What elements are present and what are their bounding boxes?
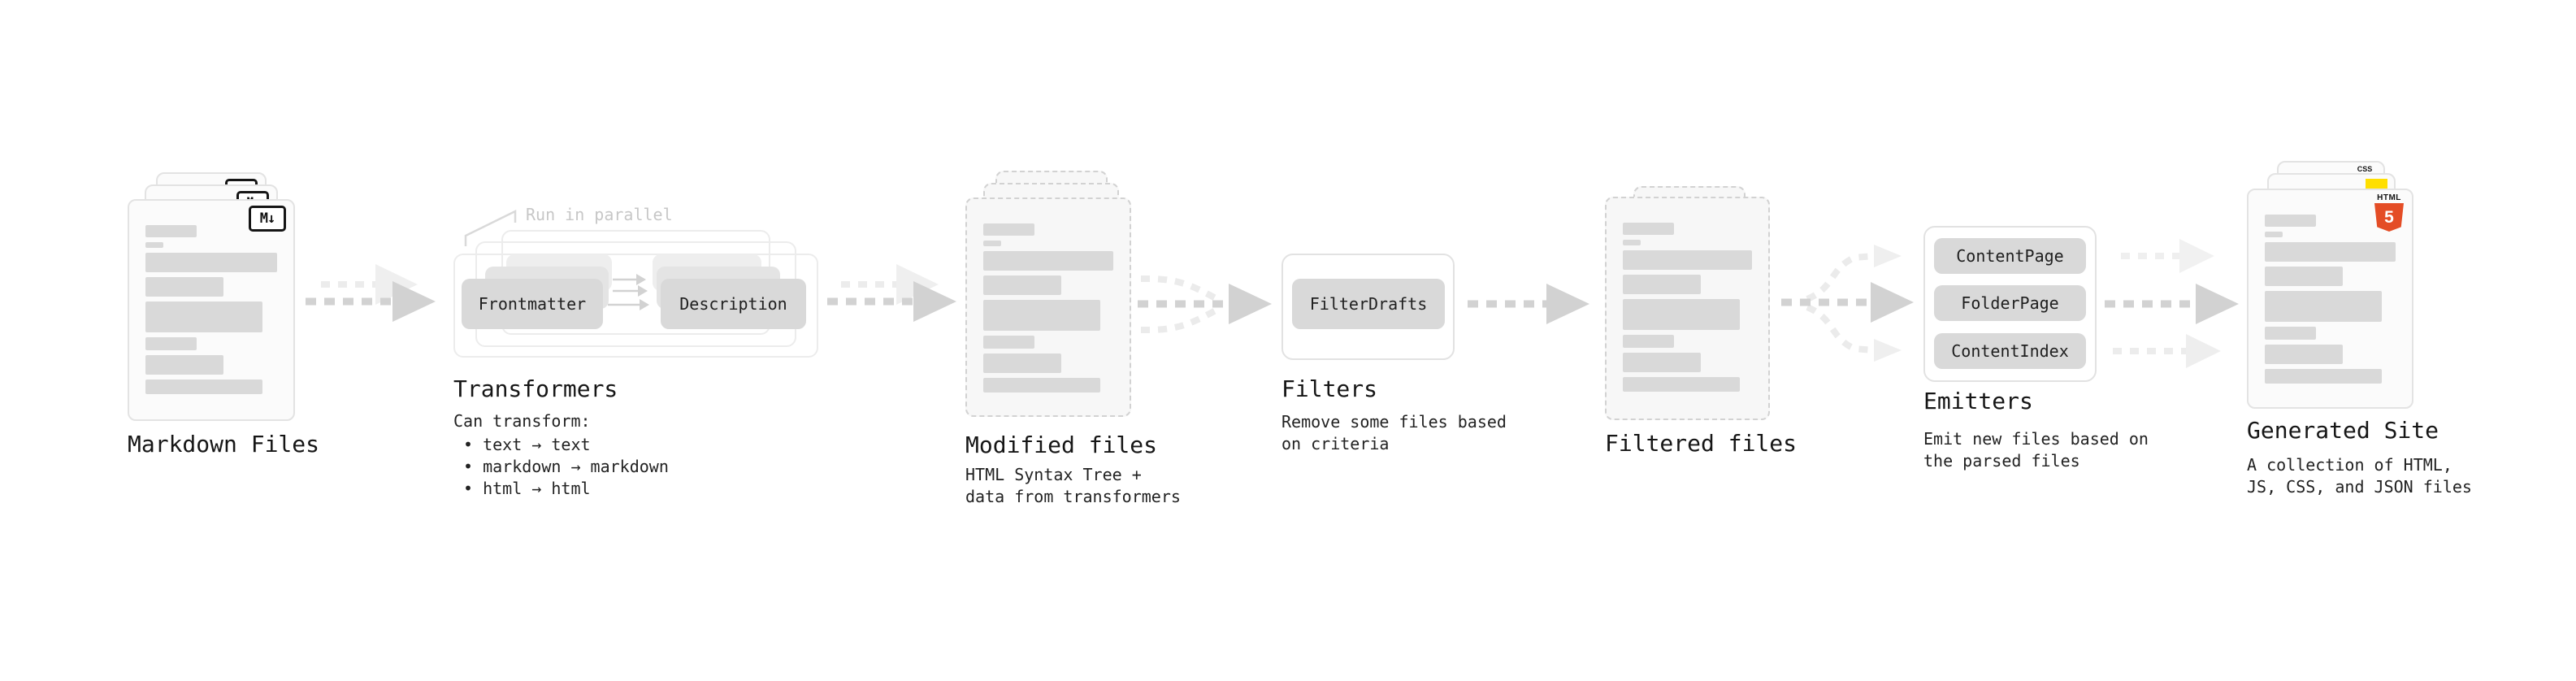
css-icon-label: CSS <box>2357 165 2373 173</box>
generated-site-title: Generated Site <box>2247 417 2439 444</box>
transform-bullet: • html → html <box>463 479 591 498</box>
modified-files-title: Modified files <box>965 432 1158 458</box>
generated-html-file-card: HTML 5 <box>2247 189 2413 409</box>
transformers-bullet-list: • text → text • markdown → markdown • ht… <box>463 434 669 500</box>
desc-line: HTML Syntax Tree + <box>965 465 1142 484</box>
placeholder-bar <box>1623 250 1752 270</box>
filters-desc: Remove some files based on criteria <box>1281 411 1507 455</box>
js-icon <box>2366 179 2387 189</box>
markdown-files-title: Markdown Files <box>128 431 320 458</box>
desc-line: the parsed files <box>1923 451 2080 471</box>
placeholder-bar <box>145 380 262 394</box>
placeholder-bar <box>1623 377 1740 392</box>
placeholder-bar <box>2265 232 2283 237</box>
placeholder-bar <box>1623 223 1674 235</box>
doc-placeholder-bars <box>145 225 277 394</box>
placeholder-bar <box>145 242 163 248</box>
transform-bullet: • markdown → markdown <box>463 457 669 476</box>
generated-site-desc: A collection of HTML, JS, CSS, and JSON … <box>2247 454 2472 498</box>
emitter-pill-contentpage: ContentPage <box>1934 238 2086 274</box>
filterdrafts-pill: FilterDrafts <box>1292 279 1445 329</box>
desc-line: data from transformers <box>965 487 1181 506</box>
placeholder-bar <box>1623 299 1740 330</box>
html5-number: 5 <box>2384 207 2394 227</box>
placeholder-bar <box>2265 267 2343 286</box>
placeholder-bar <box>145 253 277 272</box>
placeholder-bar <box>2265 327 2316 340</box>
flow-arrow-triple-icon <box>2105 239 2239 368</box>
filtered-file-card <box>1605 197 1770 420</box>
placeholder-bar <box>145 301 262 332</box>
flow-arrow-converge-icon <box>1138 275 1272 333</box>
placeholder-bar <box>145 225 197 237</box>
placeholder-bar <box>2265 291 2382 322</box>
run-in-parallel-label: Run in parallel <box>526 205 673 224</box>
placeholder-bar <box>145 277 223 297</box>
flow-arrow-icon <box>827 264 956 322</box>
placeholder-bar <box>983 378 1100 393</box>
description-pill: Description <box>661 279 806 329</box>
html5-icon-label: HTML <box>2377 193 2401 202</box>
placeholder-bar <box>1623 353 1701 372</box>
modified-file-card <box>965 197 1131 417</box>
transformer-box <box>453 254 818 358</box>
desc-line: on criteria <box>1281 434 1390 453</box>
placeholder-bar <box>2265 369 2382 384</box>
emitter-pill-folderpage: FolderPage <box>1934 285 2086 321</box>
placeholder-bar <box>983 251 1113 271</box>
placeholder-bar <box>1623 275 1701 294</box>
placeholder-bar <box>983 275 1061 295</box>
placeholder-bar <box>983 336 1034 349</box>
filtered-files-title: Filtered files <box>1605 430 1798 457</box>
flow-arrow-icon <box>306 264 436 322</box>
placeholder-bar <box>2265 215 2316 227</box>
desc-line: Remove some files based <box>1281 412 1507 432</box>
flow-arrow-diverge-icon <box>1781 245 1914 362</box>
transform-bullet: • text → text <box>463 435 591 454</box>
transformers-note-heading: Can transform: <box>453 411 591 431</box>
placeholder-bar <box>145 337 197 350</box>
emitters-desc: Emit new files based on the parsed files <box>1923 428 2149 472</box>
placeholder-bar <box>145 355 223 375</box>
placeholder-bar <box>983 241 1001 246</box>
doc-placeholder-bars <box>1623 223 1752 392</box>
placeholder-bar <box>983 223 1034 236</box>
placeholder-bar <box>983 300 1100 331</box>
desc-line: Emit new files based on <box>1923 429 2149 449</box>
html5-shield: 5 <box>2374 203 2404 232</box>
placeholder-bar <box>1623 335 1674 348</box>
desc-line: JS, CSS, and JSON files <box>2247 477 2472 497</box>
doc-placeholder-bars <box>2265 215 2396 384</box>
placeholder-bar <box>1623 240 1641 245</box>
html5-icon: HTML 5 <box>2373 193 2405 232</box>
markdown-file-card: M↓ <box>128 199 295 421</box>
filters-title: Filters <box>1281 375 1378 402</box>
placeholder-bar <box>983 354 1061 373</box>
markdown-icon: M↓ <box>249 206 286 232</box>
transformers-title: Transformers <box>453 375 618 402</box>
desc-line: A collection of HTML, <box>2247 455 2452 475</box>
placeholder-bar <box>2265 242 2396 262</box>
placeholder-bar <box>2265 345 2343 364</box>
emitters-title: Emitters <box>1923 388 2033 414</box>
frontmatter-pill: Frontmatter <box>462 279 603 329</box>
flow-arrow-icon <box>1468 284 1589 324</box>
emitter-pill-contentindex: ContentIndex <box>1934 333 2086 369</box>
modified-files-desc: HTML Syntax Tree + data from transformer… <box>965 464 1181 508</box>
doc-placeholder-bars <box>983 223 1113 393</box>
